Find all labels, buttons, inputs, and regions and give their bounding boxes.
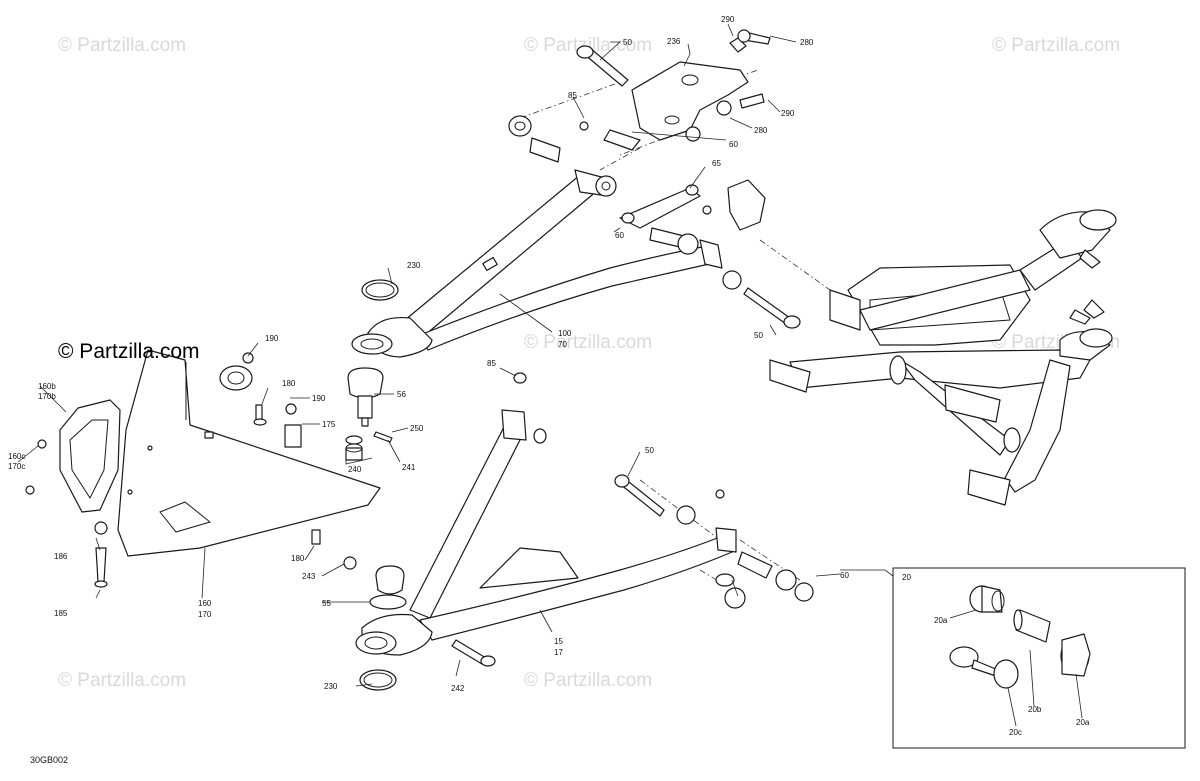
watermark: © Partzilla.com [58,670,186,691]
callout-290: 290 [721,15,735,24]
callout-250: 250 [410,424,424,433]
callout-230: 230 [324,682,338,691]
callout-290: 290 [781,109,795,118]
callout-85: 85 [568,91,577,100]
callout-243: 243 [302,572,316,581]
leader-lines [17,23,894,687]
callout-15: 15 [554,637,563,646]
callout-20c: 20c [1009,728,1022,737]
callout-65: 65 [712,159,721,168]
callout-180: 180 [282,379,296,388]
callout-60: 60 [729,140,738,149]
callout-180: 180 [291,554,305,563]
inset-label: 20 [902,573,911,582]
inset-frame [892,567,1186,749]
callout-190: 190 [265,334,279,343]
upper-a-arm [351,169,723,358]
callout-190: 190 [312,394,326,403]
lower-hardware [343,474,814,691]
callout-50: 50 [645,446,654,455]
callout-186: 186 [54,552,68,561]
inset-detail-20: 20 [892,567,1186,749]
watermark-dark: © Partzilla.com [58,340,200,363]
diagram-code: 30GB002 [30,755,68,765]
callout-230: 230 [407,261,421,270]
callout-240: 240 [348,465,362,474]
skid-hardware [94,352,321,588]
assembled-suspension [769,209,1117,506]
skid-plate [25,349,381,557]
callout-50: 50 [754,331,763,340]
watermark: © Partzilla.com [58,35,186,56]
callout-70: 70 [558,340,567,349]
callout-56: 56 [397,390,406,399]
callout-60: 60 [615,231,624,240]
callout-55: 55 [322,599,331,608]
callout-170b: 170b [38,392,56,401]
callout-280: 280 [800,38,814,47]
callout-236: 236 [667,37,681,46]
callout-85: 85 [487,359,496,368]
watermark: © Partzilla.com [992,35,1120,56]
watermark: © Partzilla.com [524,35,652,56]
upper-hardware [361,29,801,329]
callout-185: 185 [54,609,68,618]
callout-20b: 20b [1028,705,1042,714]
callout-175: 175 [322,420,336,429]
callout-labels: 50 236 290 280 85 290 280 60 65 60 230 1… [8,15,1090,737]
callout-280: 280 [754,126,768,135]
watermark: © Partzilla.com [524,332,652,353]
callout-241: 241 [402,463,416,472]
ball-joint-upper [345,367,393,461]
lower-a-arm [355,372,737,656]
callout-20a: 20a [934,616,948,625]
callout-170c: 170c [8,462,25,471]
callout-160: 160 [198,599,212,608]
callout-20a: 20a [1076,718,1090,727]
watermark: © Partzilla.com [524,670,652,691]
callout-160b: 160b [38,382,56,391]
callout-17: 17 [554,648,563,657]
callout-50: 50 [623,38,632,47]
callout-242: 242 [451,684,465,693]
callout-60: 60 [840,571,849,580]
callout-100: 100 [558,329,572,338]
callout-170: 170 [198,610,212,619]
callout-160c: 160c [8,452,25,461]
